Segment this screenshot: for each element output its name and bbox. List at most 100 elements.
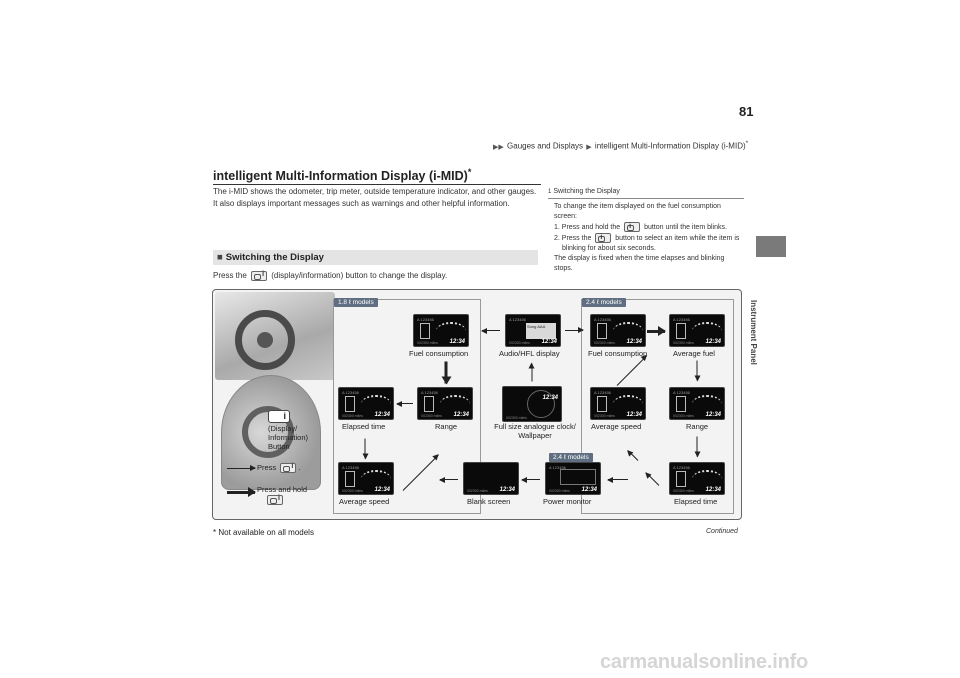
arrow-down-icon <box>696 436 698 457</box>
screen-audio-hfl: A 123456 Song AAA 002300 miles 12:34 <box>505 314 561 347</box>
display-info-button-icon <box>251 271 268 281</box>
fuel-gauge-icon <box>345 396 355 412</box>
analog-clock-icon <box>527 390 555 418</box>
screen-fuel-consumption-right: A 123456 002300 miles 12:34 <box>590 314 646 347</box>
screen-analogue-clock: 12:34 002300 miles <box>502 386 562 422</box>
label-full-size-clock: Full size analogue clock/ Wallpaper <box>494 422 576 440</box>
note-step-1: 1. Press and hold the button until the i… <box>554 222 744 233</box>
screen-clock: 12:34 <box>374 487 390 493</box>
fuel-gauge-icon <box>597 323 607 339</box>
note-step-2: 2. Press the button to select an item wh… <box>554 232 744 254</box>
screen-elapsed-time-left: A 123456 002300 miles 12:34 <box>338 387 394 420</box>
screen-clock: 12:34 <box>626 412 642 418</box>
screen-odo: 002300 miles <box>342 489 363 493</box>
screen-song: Song AAA <box>526 323 556 339</box>
dial-icon <box>613 395 643 413</box>
screen-trip: A 123456 <box>342 465 359 470</box>
screen-clock: 12:34 <box>705 412 721 418</box>
chapter-tab <box>756 236 786 257</box>
note-step-2-after: button to select an item while the item … <box>562 234 740 252</box>
screen-average-speed-right: A 123456 002300 miles 12:34 <box>590 387 646 420</box>
screen-clock: 12:34 <box>449 339 465 345</box>
screen-trip: A 123456 <box>421 390 438 395</box>
fuel-gauge-icon <box>676 396 686 412</box>
label-average-fuel: Average fuel <box>673 349 715 358</box>
arrow-up-icon <box>531 363 533 382</box>
dial-icon <box>613 322 643 340</box>
label-elapsed-time-right: Elapsed time <box>674 497 718 506</box>
instruction-after: (display/information) button to change t… <box>271 271 448 281</box>
dial-icon <box>440 395 470 413</box>
breadcrumb-current: intelligent Multi-Information Display (i… <box>594 141 746 151</box>
screen-odo: 002300 miles <box>342 414 363 418</box>
screen-odo: 002300 miles <box>506 416 527 420</box>
arrow-down-icon <box>696 360 698 381</box>
note-step-2-before: 2. Press the <box>554 234 592 242</box>
arrow-left-icon <box>608 479 628 480</box>
note-closing: The display is fixed when the time elaps… <box>554 254 725 272</box>
arrow-right-bold-icon <box>647 326 666 336</box>
screen-trip: A 123456 <box>549 465 566 470</box>
display-info-button-icon <box>624 222 641 232</box>
screen-clock: 12:34 <box>581 487 597 493</box>
screen-fuel-consumption-left: A 123456 002300 miles 12:34 <box>413 314 469 347</box>
screen-range-left: A 123456 002300 miles 12:34 <box>417 387 473 420</box>
press-arrow-icon <box>227 465 256 471</box>
screen-average-fuel: A 123456 002300 miles 12:34 <box>669 314 725 347</box>
fuel-gauge-icon <box>345 471 355 487</box>
breadcrumb-link-gauges[interactable]: Gauges and Displays <box>507 141 584 151</box>
display-info-button-icon <box>280 463 297 474</box>
group-power-tag: 2.4 ℓ models <box>549 453 593 462</box>
instruction-before: Press the <box>213 271 247 281</box>
intro-line-2: It also displays important messages such… <box>213 198 510 208</box>
group-1-8l-tag: 1.8 ℓ models <box>334 298 378 307</box>
label-range-left: Range <box>435 422 458 431</box>
screen-odo: 002300 miles <box>549 489 570 493</box>
screen-trip: A 123456 <box>673 317 690 322</box>
arrow-left-icon <box>397 403 413 404</box>
page-title-text: intelligent Multi-Information Display (i… <box>213 169 468 184</box>
label-fuel-consumption-right: Fuel consumption <box>588 349 648 358</box>
screen-clock: 12:34 <box>499 487 515 493</box>
breadcrumb-star: * <box>745 140 749 147</box>
arrow-right-icon <box>565 327 584 333</box>
screen-odo: 002300 miles <box>594 341 615 345</box>
steering-wheel-icon <box>235 310 295 370</box>
screen-odo: 002300 miles <box>467 489 488 493</box>
press-hold-arrow-icon <box>227 487 256 497</box>
group-2-4l-tag: 2.4 ℓ models <box>582 298 626 307</box>
screen-trip: A 123456 <box>594 317 611 322</box>
dial-icon <box>361 470 391 488</box>
screen-trip: A 123456 <box>594 390 611 395</box>
page-number: 81 <box>739 104 754 119</box>
breadcrumb: ▶▶ Gauges and Displays ▶ intelligent Mul… <box>492 140 748 151</box>
screen-clock: 12:34 <box>626 339 642 345</box>
watermark: carmanualsonline.info <box>600 651 809 673</box>
page-title-star: * <box>467 167 472 177</box>
screen-trip: A 123456 <box>342 390 359 395</box>
screen-range-right: A 123456 002300 miles 12:34 <box>669 387 725 420</box>
note-step-1-after: button until the item blinks. <box>644 223 727 231</box>
note-marker: 1 <box>548 189 552 195</box>
screen-clock: 12:34 <box>453 412 469 418</box>
screen-odo: 002300 miles <box>417 341 438 345</box>
arrow-down-bold-icon <box>444 361 448 384</box>
side-note-body: To change the item displayed on the fuel… <box>548 202 744 274</box>
breadcrumb-arrow-icon: ▶ <box>586 143 592 151</box>
label-blank-screen: Blank screen <box>467 497 511 506</box>
screen-clock: 12:34 <box>705 487 721 493</box>
dial-icon <box>692 395 722 413</box>
dial-icon <box>692 322 722 340</box>
legend-press: Press . <box>257 463 300 474</box>
screen-trip: A 123456 <box>417 317 434 322</box>
label-range-right: Range <box>686 422 709 431</box>
arrow-down-icon <box>364 438 366 459</box>
subsection-heading: ■Switching the Display <box>213 250 538 265</box>
screen-clock: 12:34 <box>374 412 390 418</box>
control-pad-icon <box>242 406 294 458</box>
screen-power-monitor: A 123456 002300 miles 12:34 <box>545 462 601 495</box>
display-info-button-icon <box>268 410 290 423</box>
legend-press-text: Press <box>257 463 277 472</box>
